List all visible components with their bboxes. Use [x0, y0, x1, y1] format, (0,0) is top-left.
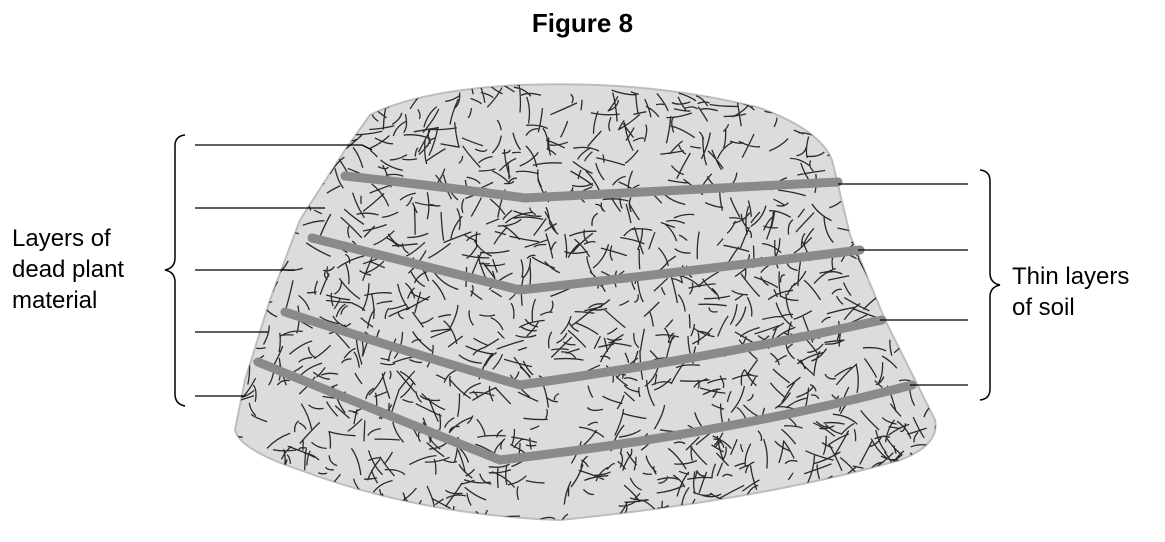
label-thin-soil-layers: Thin layers of soil [1012, 261, 1129, 323]
left-bracket [165, 135, 185, 406]
label-dead-plant-material: Layers of dead plant material [12, 223, 124, 316]
right-bracket [980, 170, 1000, 400]
label-left-line-2: dead plant [12, 254, 124, 285]
label-left-line-1: Layers of [12, 223, 124, 254]
label-right-line-2: of soil [1012, 292, 1129, 323]
label-left-line-3: material [12, 285, 124, 316]
label-right-line-1: Thin layers [1012, 261, 1129, 292]
